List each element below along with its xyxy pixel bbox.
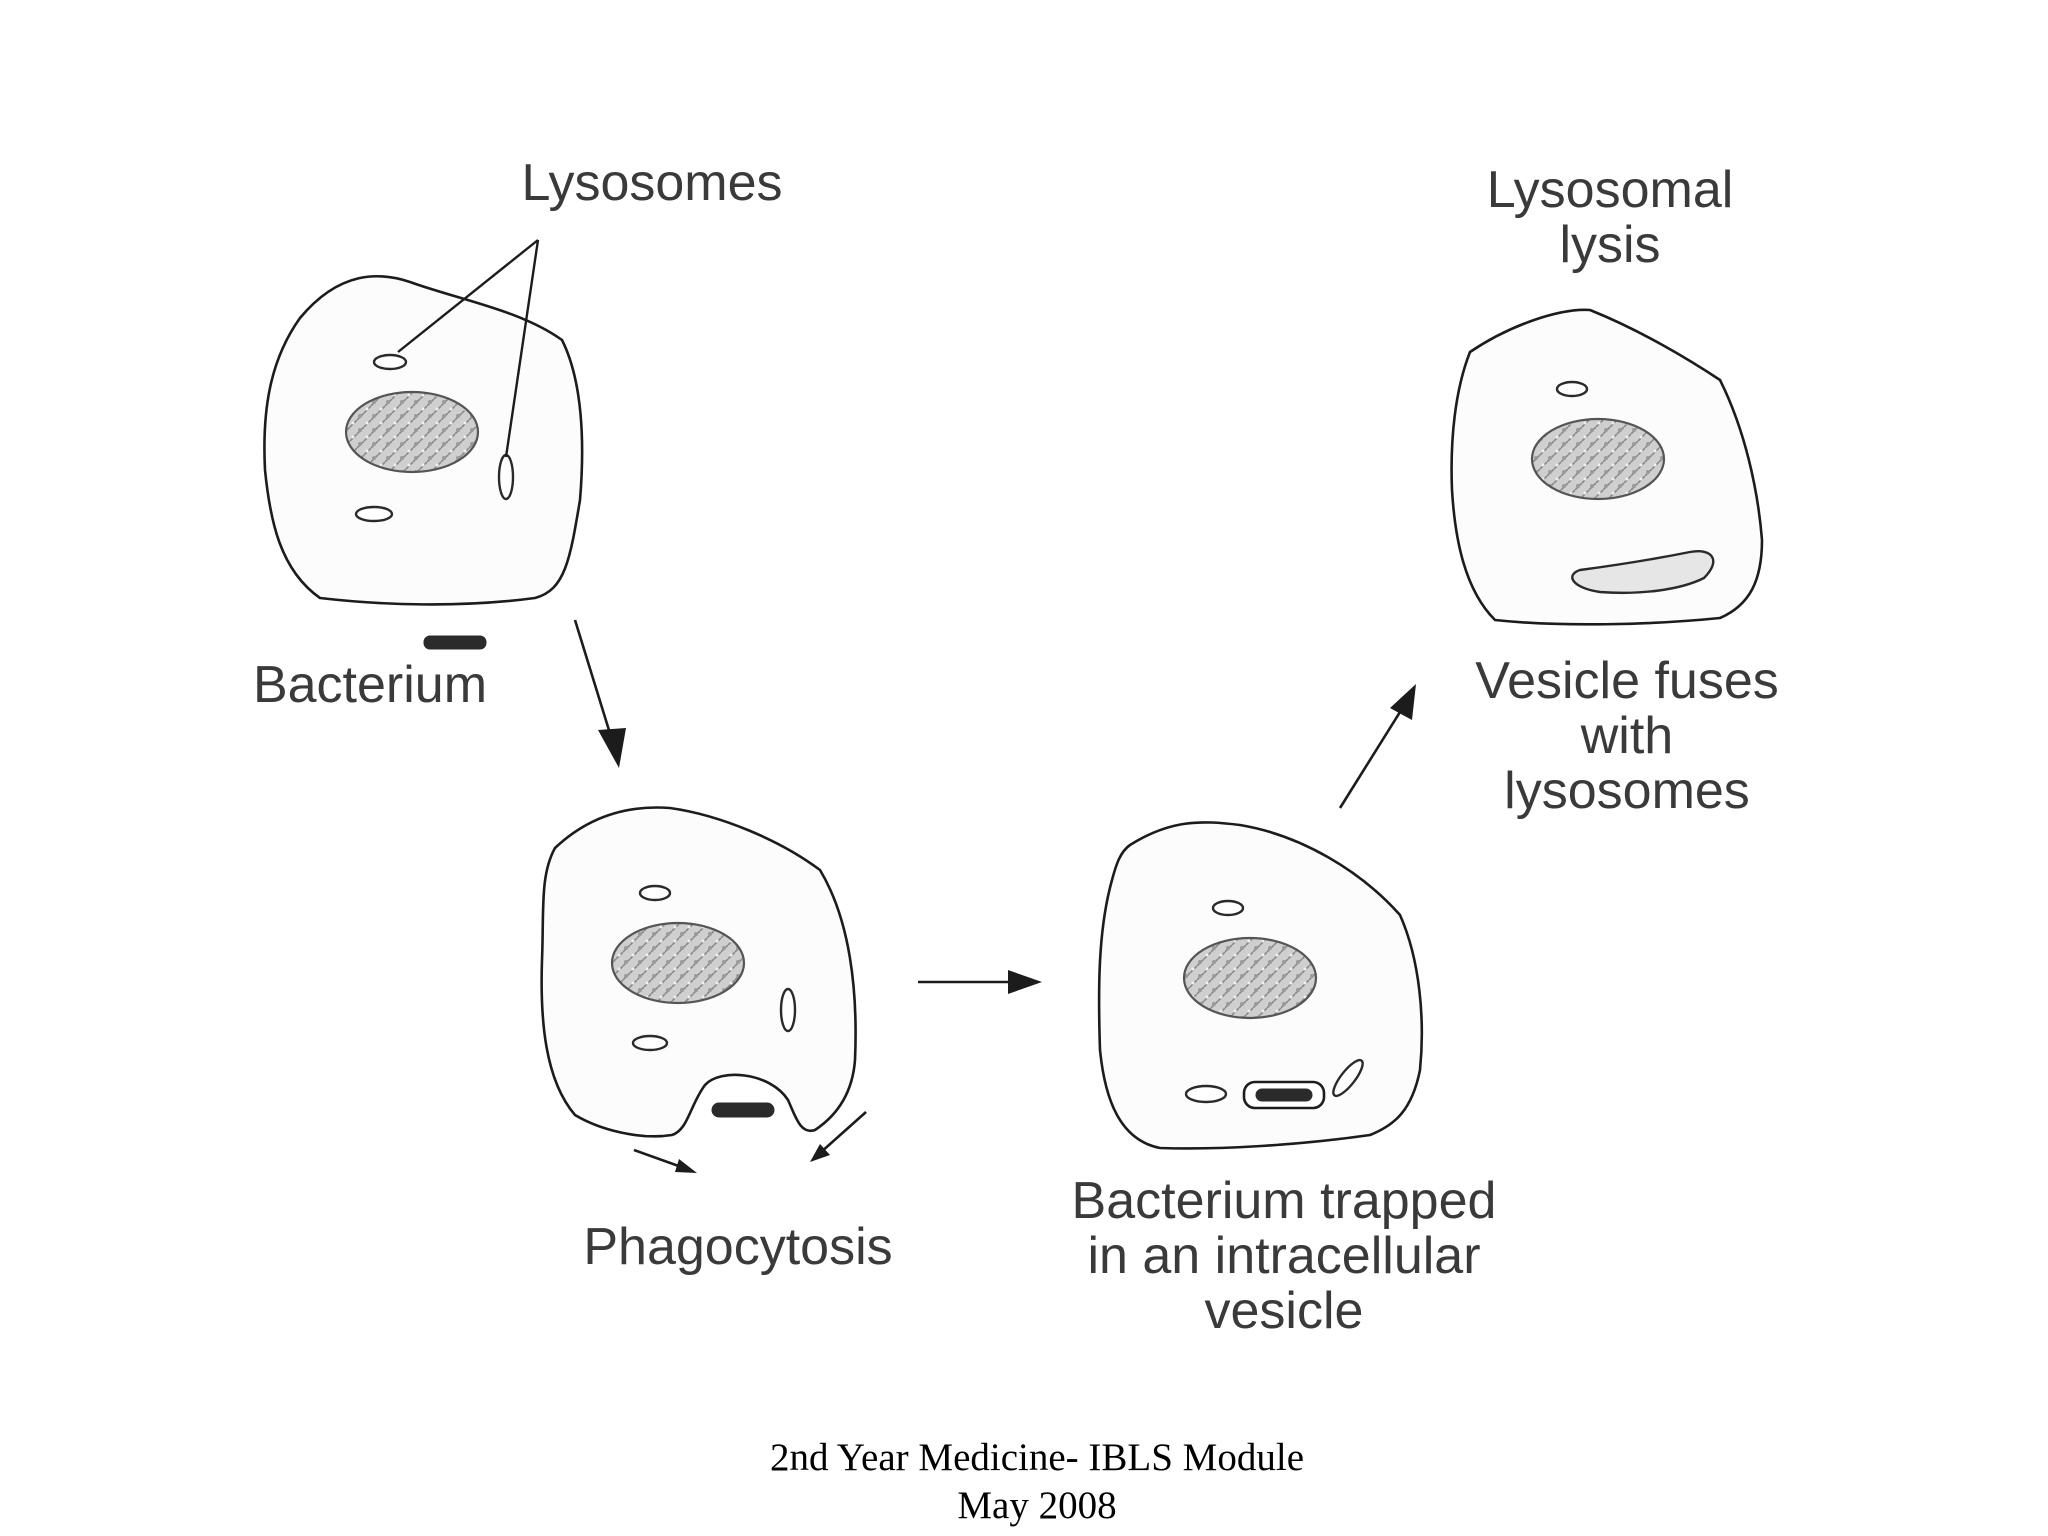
arrow-to-phagocytosis: [598, 728, 626, 768]
svg-text:Vesicle fuses: Vesicle fuses: [1475, 652, 1779, 710]
cell-vesicle: [1097, 821, 1424, 1150]
svg-text:in an intracellular: in an intracellular: [1087, 1227, 1480, 1285]
arrow-to-vesicle: [1008, 970, 1042, 994]
lysosome: [1555, 380, 1589, 398]
label-lysosomes: Lysosomes: [521, 154, 782, 212]
cell-resting: [263, 239, 584, 650]
lysosome: [1332, 1058, 1364, 1098]
lysosome: [779, 987, 797, 1033]
svg-text:lysosomes: lysosomes: [1504, 762, 1750, 820]
arrow-to-lysis: [1390, 684, 1416, 720]
lysosome: [638, 884, 672, 902]
label-vesicle-fuses: Vesicle fuses with lysosomes: [1475, 652, 1779, 820]
lysosome: [1211, 899, 1245, 917]
nucleus: [1530, 417, 1666, 501]
svg-text:Lysosomal: Lysosomal: [1487, 161, 1734, 219]
lysosome-pointer: [504, 239, 540, 458]
lysosome: [497, 453, 515, 501]
svg-text:vesicle: vesicle: [1205, 1282, 1364, 1340]
label-bacterium-trapped: Bacterium trapped in an intracellular ve…: [1072, 1172, 1497, 1340]
footer-course: 2nd Year Medicine- IBLS Module: [770, 1436, 1304, 1479]
svg-text:Bacterium trapped: Bacterium trapped: [1072, 1172, 1497, 1230]
label-bacterium: Bacterium: [253, 656, 487, 714]
nucleus: [610, 921, 746, 1005]
fused-lysosome: [1571, 550, 1715, 595]
lysosome-pointer: [397, 239, 539, 353]
bacterium: [1255, 1088, 1313, 1102]
engulf-arrow-left: [675, 1159, 697, 1173]
lysosome: [372, 353, 408, 371]
nucleus: [1182, 936, 1318, 1020]
process-arrows: [573, 619, 1416, 994]
cell-lysis: [1450, 308, 1764, 626]
lysosome: [1184, 1084, 1228, 1104]
svg-text:lysis: lysis: [1559, 216, 1660, 274]
footer-date: May 2008: [957, 1484, 1116, 1527]
engulf-arrow-right: [810, 1144, 830, 1162]
bacterium: [711, 1102, 775, 1118]
lysosome: [631, 1034, 669, 1052]
svg-text:with: with: [1580, 707, 1673, 765]
lysosome: [354, 505, 394, 523]
cell-phagocytosis: [540, 806, 867, 1173]
bacterium: [423, 635, 487, 650]
label-lysosomal-lysis: Lysosomal lysis: [1487, 161, 1734, 274]
nucleus: [344, 390, 480, 474]
label-phagocytosis: Phagocytosis: [583, 1218, 892, 1276]
